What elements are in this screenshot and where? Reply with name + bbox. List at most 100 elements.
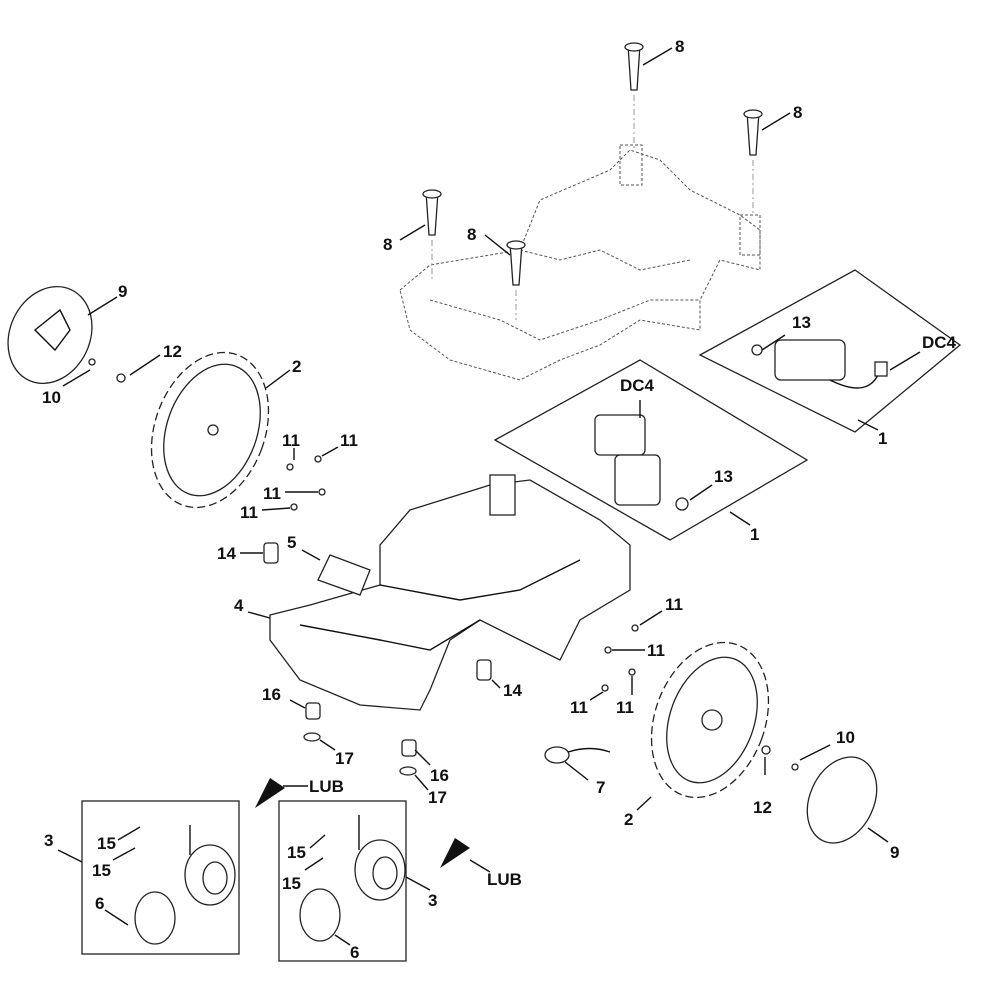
lub-tube-1 [255, 778, 285, 808]
leader-line [321, 446, 339, 457]
leader-line [117, 826, 141, 841]
battery-5 [317, 554, 371, 596]
leader-line [104, 909, 129, 926]
label-6: 6 [95, 894, 104, 913]
label-9: 9 [890, 843, 899, 862]
washer-12-left [116, 373, 126, 383]
screws-11 [286, 455, 639, 692]
label-15: 15 [282, 874, 301, 893]
label-lub: LUB [487, 870, 522, 889]
leader-line [414, 749, 431, 766]
screw-10-left [88, 358, 96, 366]
drive-motor-left [594, 414, 689, 511]
top-chassis-housing [399, 144, 761, 381]
leader-line [857, 419, 879, 431]
label-4: 4 [234, 596, 244, 615]
leader-line [729, 511, 751, 526]
label-11: 11 [282, 431, 300, 450]
leader-line [689, 484, 713, 501]
label-8: 8 [467, 225, 476, 244]
leader-line [867, 827, 889, 843]
label-13: 13 [714, 467, 733, 486]
label-16: 16 [430, 766, 449, 785]
leader-line [399, 224, 426, 241]
leader-line [799, 744, 831, 761]
label-10: 10 [836, 728, 855, 747]
leader-line [87, 296, 118, 316]
leader-line [62, 369, 91, 387]
label-11: 11 [340, 431, 358, 450]
leader-line [589, 691, 604, 701]
label-8: 8 [793, 103, 802, 122]
label-10: 10 [42, 388, 61, 407]
bushing-14-right [476, 659, 492, 681]
label-1: 1 [878, 429, 887, 448]
label-14: 14 [217, 544, 236, 563]
label-12: 12 [753, 798, 772, 817]
label-14: 14 [503, 681, 522, 700]
caster-kit-box-left [81, 800, 240, 955]
leader-line [564, 761, 589, 781]
label-12: 12 [163, 342, 182, 361]
label-16: 16 [262, 685, 281, 704]
leader-line [112, 847, 136, 861]
wheel-2-left [150, 351, 270, 509]
bushing-14-left [263, 542, 279, 564]
leader-line [247, 611, 271, 619]
label-11: 11 [647, 641, 665, 660]
leader-line [639, 610, 663, 626]
screw-10-right [791, 763, 799, 771]
leader-line [301, 549, 321, 561]
label-3: 3 [44, 831, 53, 850]
leader-line [405, 876, 431, 891]
leader-line [642, 47, 673, 66]
label-17: 17 [335, 749, 354, 768]
bushing-16-right [401, 739, 417, 757]
label-lub: LUB [309, 777, 344, 796]
label-2: 2 [624, 810, 633, 829]
caster-wheel-3-left [134, 825, 236, 945]
leader-line [469, 859, 491, 873]
label-8: 8 [383, 235, 392, 254]
leader-lines [57, 47, 921, 946]
leader-line [319, 739, 336, 751]
label-17: 17 [428, 788, 447, 807]
hubcap-9-right [806, 756, 878, 844]
washer-12-right [761, 745, 771, 755]
label-11: 11 [665, 595, 683, 614]
drive-motor-right [751, 339, 888, 389]
label-2: 2 [292, 357, 301, 376]
leader-line [484, 234, 511, 256]
label-11: 11 [240, 503, 258, 522]
label-11: 11 [616, 698, 634, 717]
sensor-7 [544, 746, 611, 764]
leader-line [414, 774, 429, 791]
label-dc4: DC4 [922, 333, 957, 352]
label-1: 1 [750, 525, 759, 544]
label-8: 8 [675, 37, 684, 56]
caster-wheel-3-right [299, 815, 406, 942]
leader-line [289, 699, 306, 709]
leader-line [761, 334, 786, 351]
oring-17-right [399, 766, 417, 776]
leader-line [491, 679, 501, 689]
oring-17-left [303, 732, 321, 742]
leader-line [636, 796, 652, 811]
label-11: 11 [570, 698, 588, 717]
wheel-2-right [650, 641, 770, 799]
base-chassis-4 [269, 474, 631, 711]
leader-line [265, 369, 291, 389]
bushing-16-left [305, 702, 321, 720]
leader-line [761, 112, 791, 131]
leader-line [334, 934, 351, 946]
leader-line [129, 354, 161, 376]
lub-tube-2 [440, 838, 470, 868]
label-15: 15 [287, 843, 306, 862]
caster-kit-box-right [278, 800, 407, 962]
motor-kit-box-right [698, 269, 962, 433]
label-13: 13 [792, 313, 811, 332]
label-15: 15 [92, 861, 111, 880]
label-7: 7 [596, 778, 605, 797]
